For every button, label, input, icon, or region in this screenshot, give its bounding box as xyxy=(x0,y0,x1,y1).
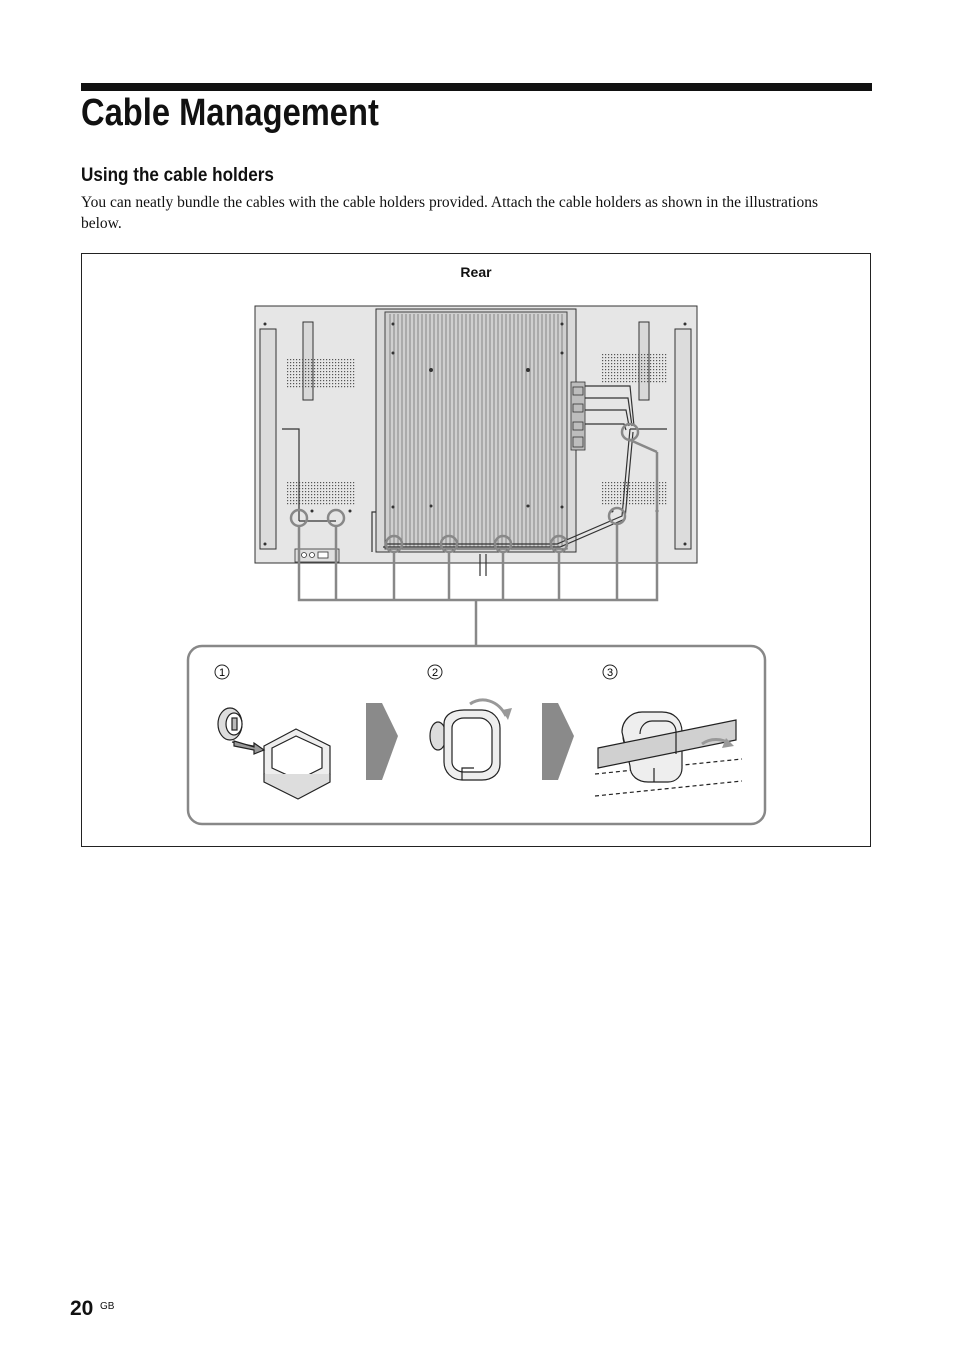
step-2-label: 2 xyxy=(432,667,438,679)
cable-holder-illustration: 1 2 3 xyxy=(186,305,767,826)
connector-block xyxy=(570,381,586,451)
step-1-label: 1 xyxy=(219,667,225,679)
step-2-marker: 2 xyxy=(427,664,443,680)
step-1-marker: 1 xyxy=(214,664,230,680)
section-heading: Using the cable holders xyxy=(81,165,274,186)
arrow-right-icon xyxy=(542,703,574,780)
step-3-illustration xyxy=(594,711,743,797)
step-3-marker: 3 xyxy=(602,664,618,680)
display-rear-panel xyxy=(254,305,698,564)
page-number: 20 xyxy=(70,1297,94,1320)
page-title: Cable Management xyxy=(81,92,379,134)
step-3-label: 3 xyxy=(607,667,613,679)
heatsink-fins xyxy=(389,314,563,547)
routed-cables xyxy=(282,385,667,576)
body-paragraph: You can neatly bundle the cables with th… xyxy=(81,194,819,232)
title-rule xyxy=(81,83,872,91)
illustration-frame: Rear xyxy=(81,253,871,847)
step-2-illustration xyxy=(429,698,512,781)
vent-grilles xyxy=(287,354,667,505)
input-panel xyxy=(294,548,340,563)
arrow-right-icon xyxy=(366,703,398,780)
leader-lines xyxy=(297,438,659,646)
page-region-code: GB xyxy=(100,1301,115,1312)
rear-label: Rear xyxy=(460,264,492,280)
step-1-illustration xyxy=(217,707,331,800)
